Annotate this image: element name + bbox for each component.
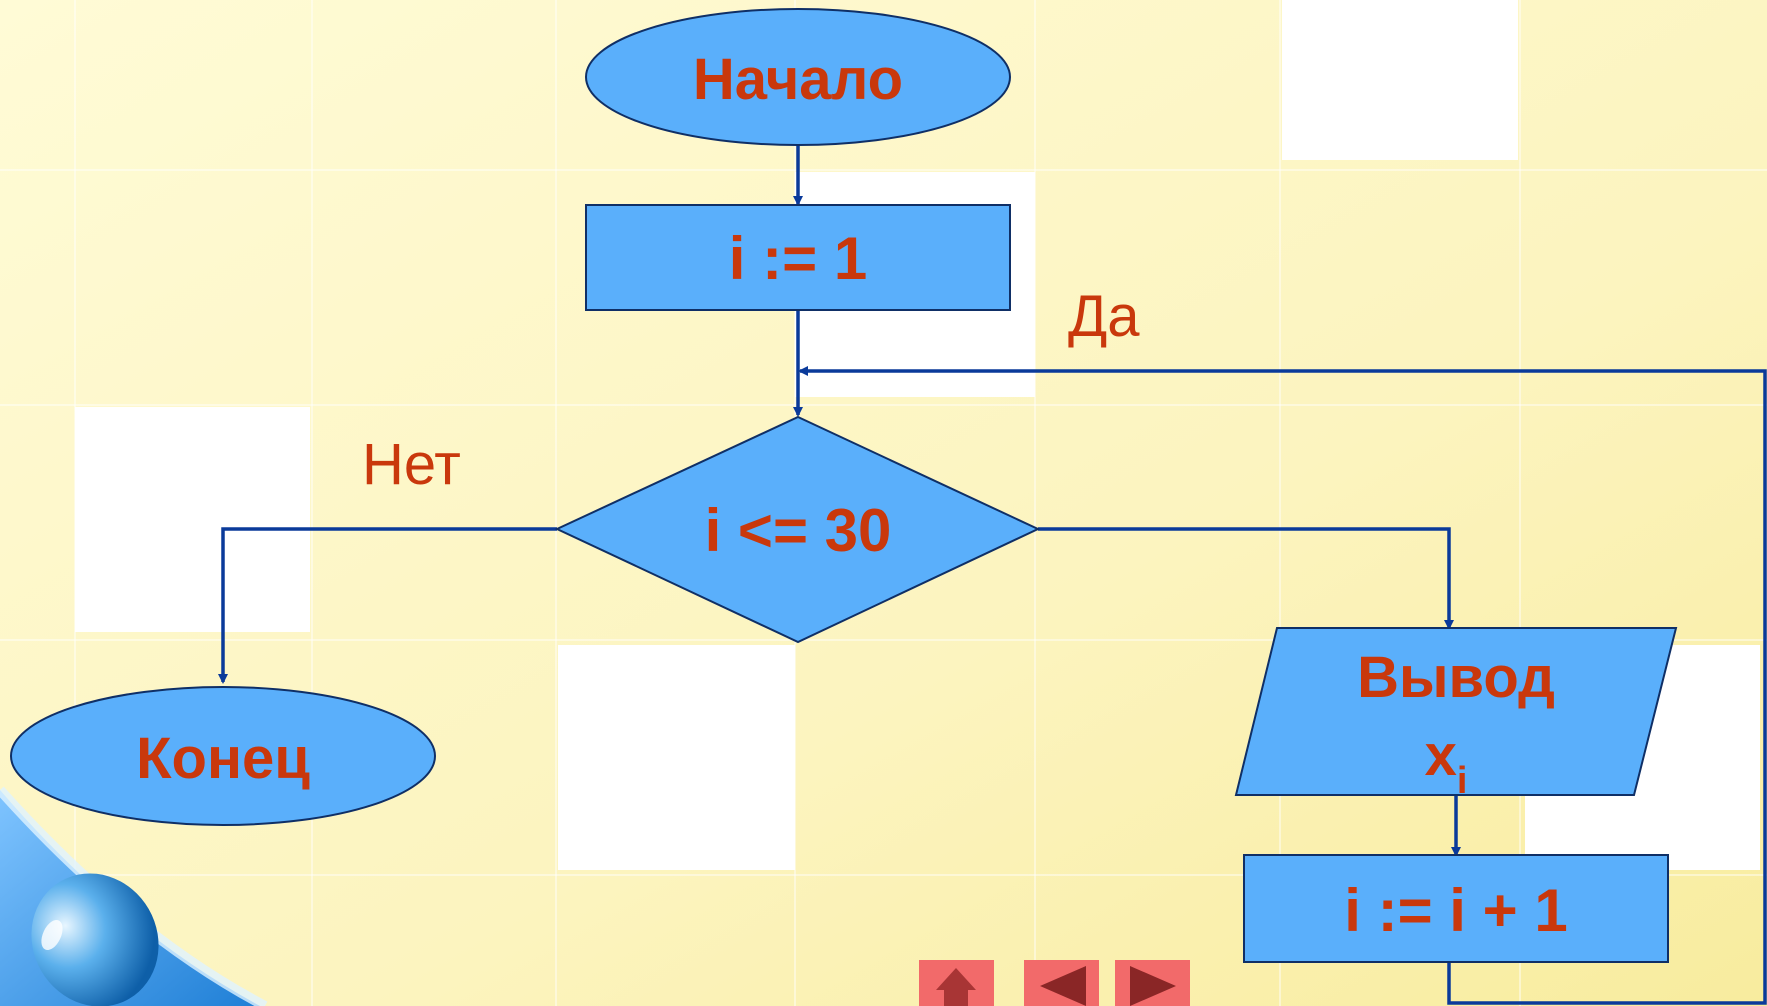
edge-condition-no-to-end (218, 527, 557, 684)
no-label: Нет (362, 432, 461, 497)
start-node: Начало (585, 8, 1011, 146)
start-label: Начало (693, 47, 903, 112)
edge-condition-yes-to-output (1038, 527, 1454, 630)
output-index: i (1457, 760, 1468, 802)
arrow-right-icon (1130, 966, 1176, 1006)
output-variable: xi (1425, 723, 1468, 802)
output-label: Вывод (1357, 645, 1555, 710)
home-icon (936, 968, 976, 1006)
output-var: x (1425, 723, 1457, 788)
end-node: Конец (10, 686, 436, 826)
nav-prev-button[interactable] (1024, 960, 1099, 1006)
end-label: Конец (136, 726, 310, 791)
increment-label: i := i + 1 (1344, 877, 1567, 944)
output-node: Вывод xi (1234, 627, 1678, 802)
init-node: i := 1 (585, 204, 1011, 311)
nav-next-button[interactable] (1115, 960, 1190, 1006)
flowchart-edges (218, 145, 1767, 1005)
condition-node: i <= 30 (554, 415, 1041, 644)
arrow-left-icon (1040, 966, 1086, 1006)
init-label: i := 1 (729, 225, 867, 292)
edge-loop-back (798, 366, 1767, 1005)
condition-label: i <= 30 (705, 497, 892, 564)
yes-label: Да (1068, 284, 1140, 349)
nav-home-button[interactable] (919, 960, 994, 1006)
increment-node: i := i + 1 (1243, 854, 1669, 963)
